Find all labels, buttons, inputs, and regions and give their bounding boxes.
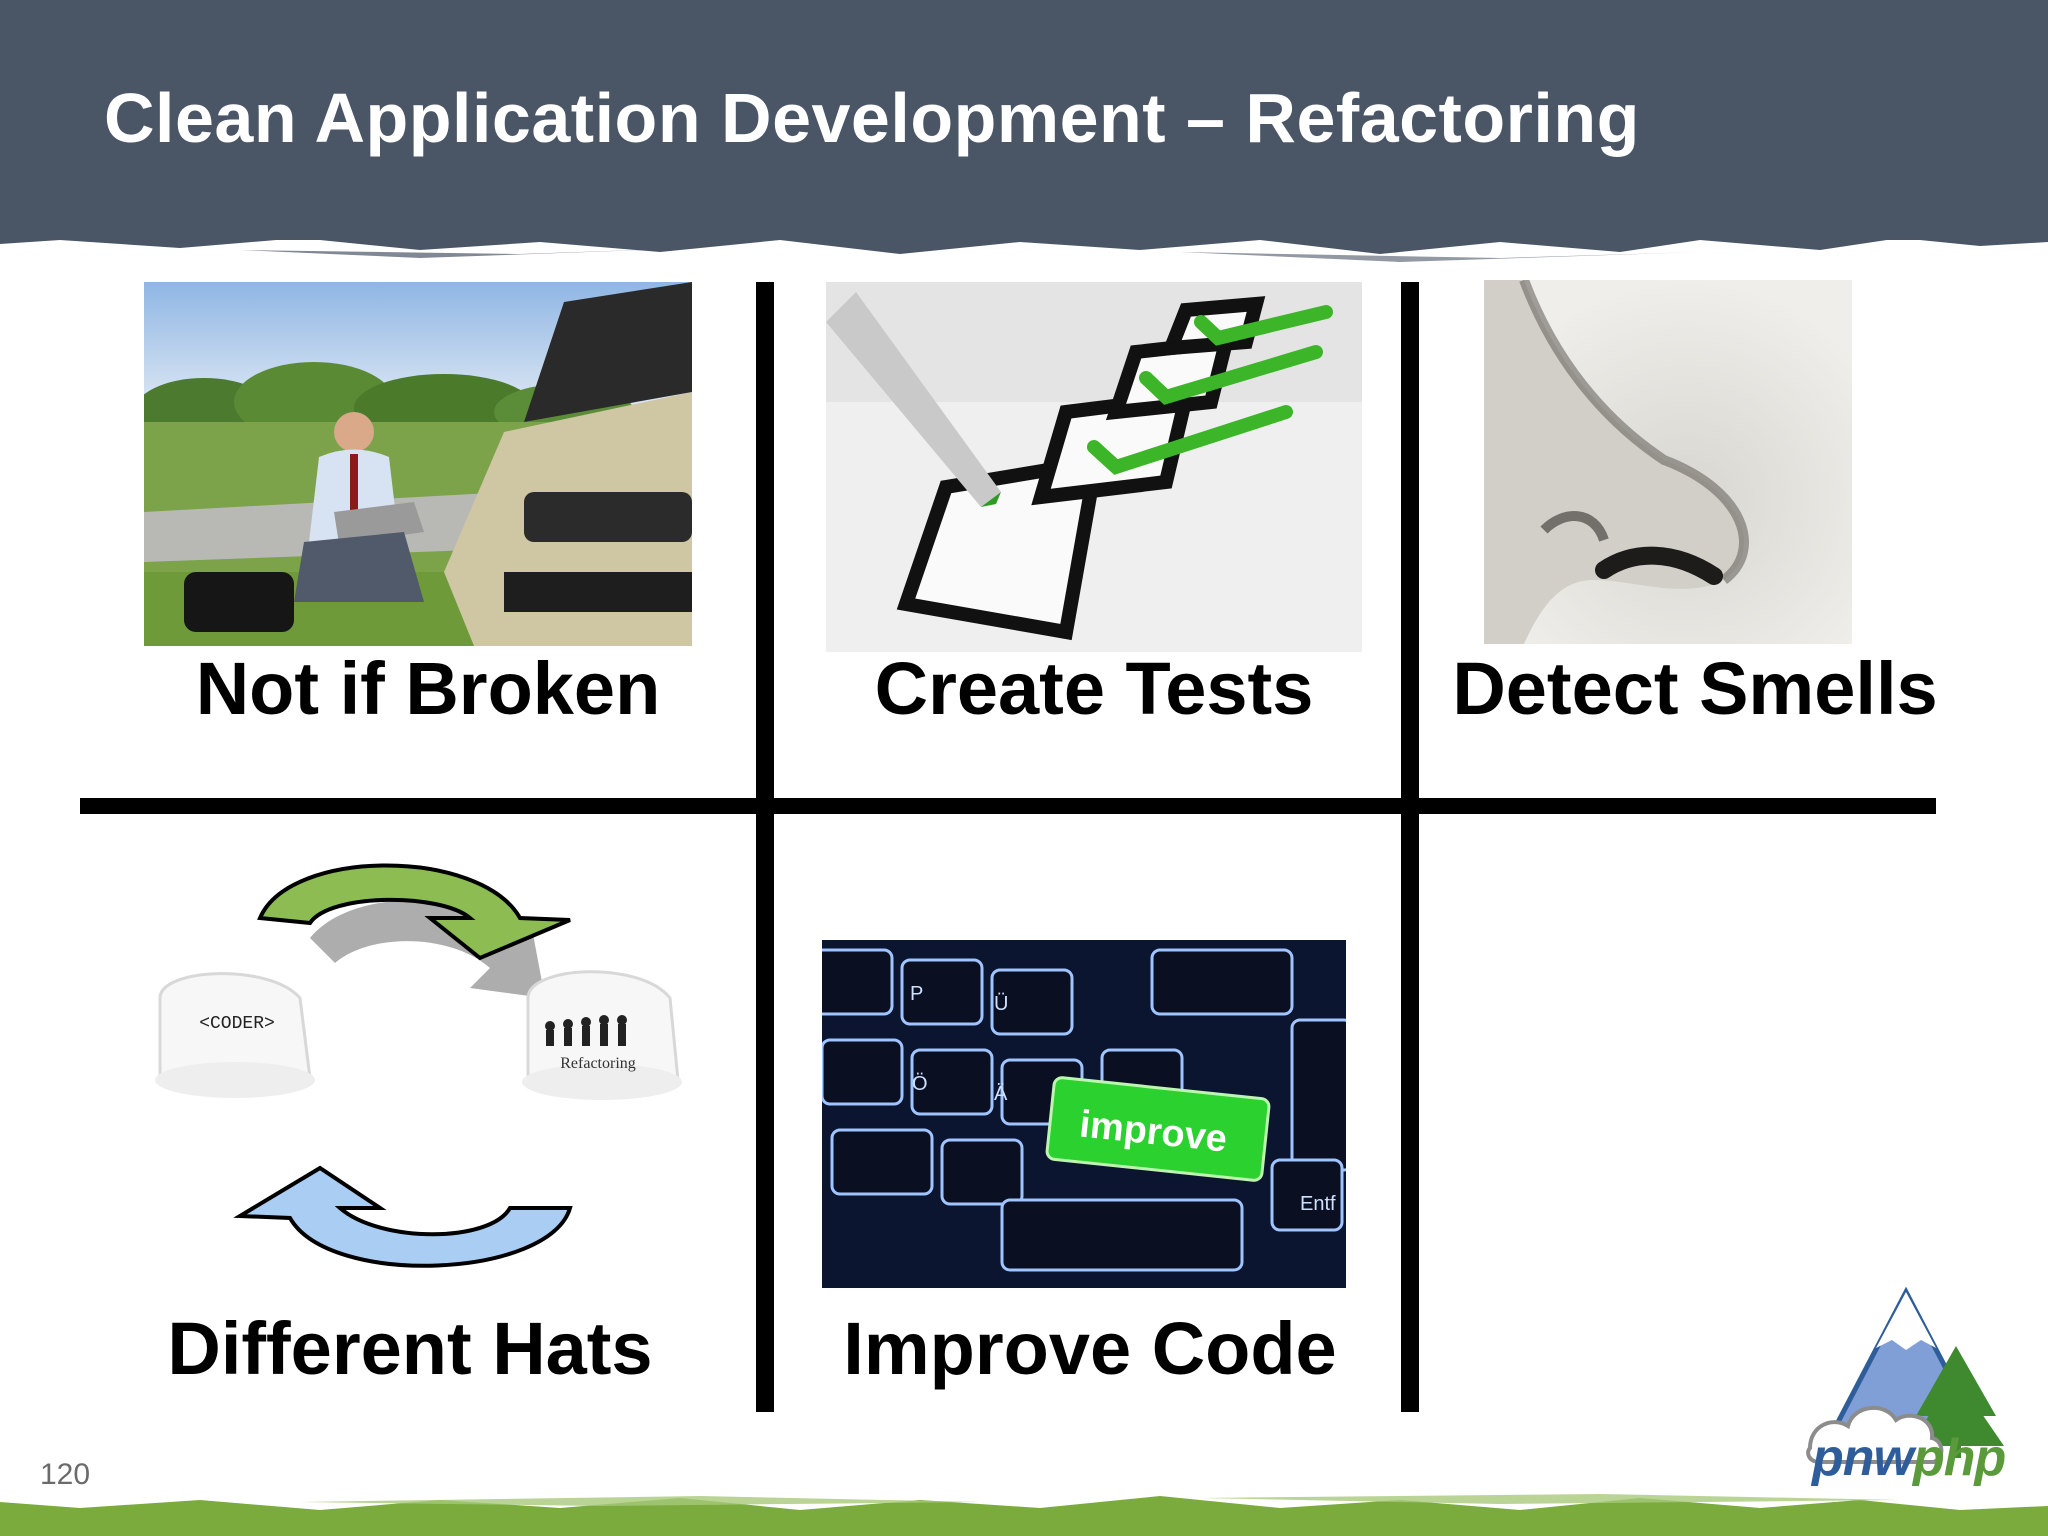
grid-line-horizontal: [80, 798, 1936, 814]
slide-header: [0, 0, 2048, 240]
caption-detect-smells: Detect Smells: [1452, 647, 1938, 730]
footer-brush-edge: [0, 1494, 2048, 1536]
caption-create-tests: Create Tests: [874, 647, 1314, 730]
caption-improve-code: Improve Code: [843, 1307, 1337, 1390]
hats-cycle-image: <CODER> Refactoring: [150, 848, 690, 1294]
nose-image: [1484, 280, 1852, 644]
refactoring-hat-label: Refactoring: [560, 1055, 636, 1072]
checklist-image: [826, 282, 1362, 652]
logo-text-php: php: [1912, 1429, 2006, 1487]
logo-text-pnw: pnw: [1812, 1429, 1914, 1487]
grid-line-vertical-left: [756, 282, 774, 1412]
broken-car-image: [144, 282, 692, 646]
coder-hat-label: <CODER>: [199, 1014, 275, 1034]
page-number: 120: [40, 1458, 91, 1491]
svg-text:P: P: [910, 983, 923, 1005]
caption-different-hats: Different Hats: [167, 1307, 653, 1390]
svg-text:Ü: Ü: [994, 993, 1008, 1015]
svg-text:Entf: Entf: [1300, 1193, 1336, 1215]
pnwphp-logo-text: pnwphp: [1812, 1428, 2006, 1488]
pnwphp-logo-icon: [1806, 1286, 2004, 1464]
header-brush-edge: [0, 228, 2048, 262]
grid-line-vertical-right: [1401, 282, 1419, 1412]
svg-text:Ä: Ä: [994, 1083, 1008, 1105]
slide-title: Clean Application Development – Refactor…: [104, 79, 1640, 157]
svg-text:Ö: Ö: [912, 1073, 928, 1095]
caption-not-if-broken: Not if Broken: [195, 647, 661, 730]
